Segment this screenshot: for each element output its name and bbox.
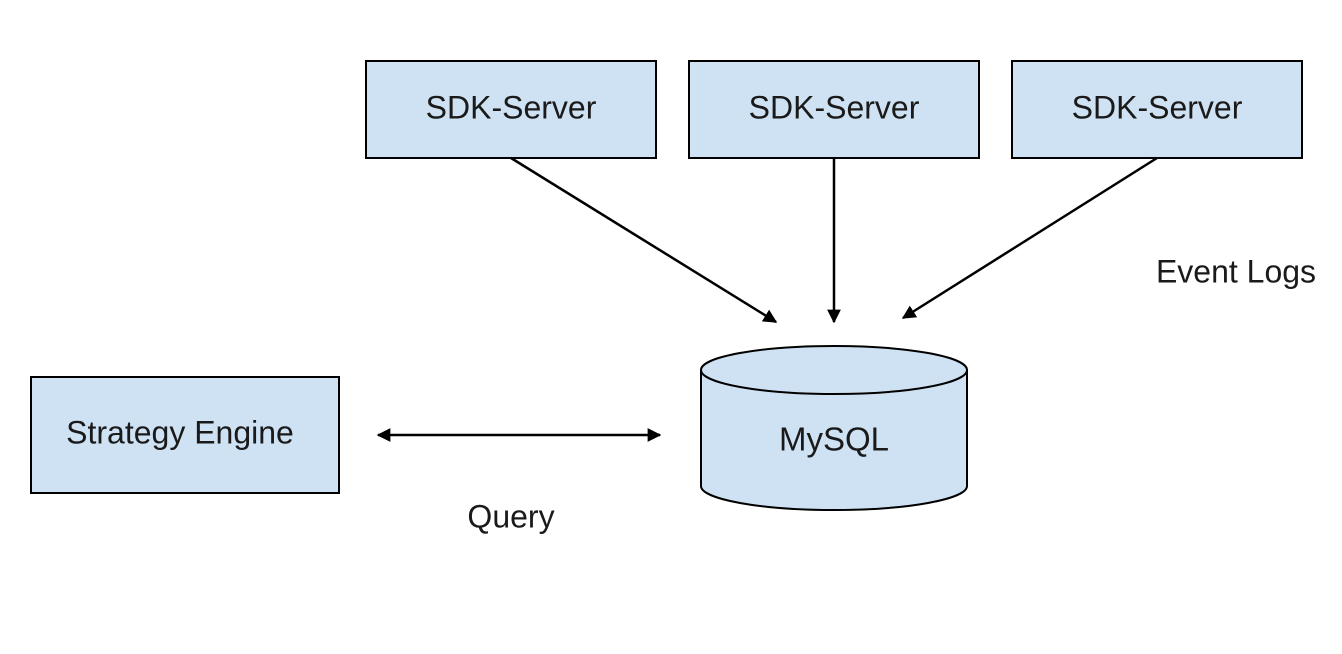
strategy-engine-label: Strategy Engine [66,414,294,450]
sdk-server-node-2: SDK-Server [688,60,980,159]
sdk-server-box-1 [365,60,657,159]
event-logs-label: Event Logs [1156,253,1316,289]
sdk-server-node-3: SDK-Server [1011,60,1303,159]
mysql-database-node: MySQL [700,345,968,511]
database-cylinder-body [700,370,968,511]
sdk-server-label-1: SDK-Server [426,89,597,125]
sdk-server-label-2: SDK-Server [749,89,920,125]
event-log-arrow-3 [901,156,1158,320]
query-label: Query [467,498,554,534]
sdk-server-label-3: SDK-Server [1072,89,1243,125]
strategy-engine-node: Strategy Engine [30,376,340,494]
sdk-server-box-2 [688,60,980,159]
database-cylinder-top [700,345,968,395]
mysql-label: MySQL [779,421,889,458]
sdk-server-box-3 [1011,60,1303,159]
sdk-server-node-1: SDK-Server [365,60,657,159]
strategy-engine-box [30,376,340,494]
event-log-arrow-1 [510,156,778,324]
